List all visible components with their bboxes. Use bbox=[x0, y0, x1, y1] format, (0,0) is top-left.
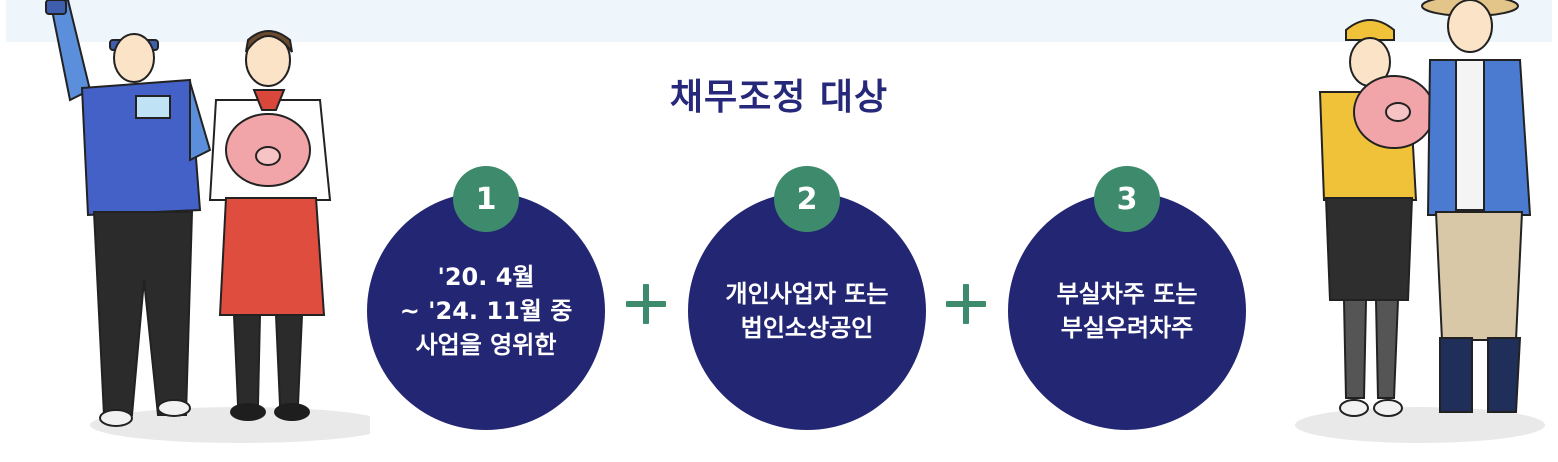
condition-circle-2: 개인사업자 또는 법인소상공인 bbox=[688, 192, 926, 430]
condition-badge-3: 3 bbox=[1094, 166, 1160, 232]
merchants-illustration-icon bbox=[45, 0, 370, 443]
condition-text-2: 개인사업자 또는 법인소상공인 bbox=[725, 280, 889, 342]
condition-circle-3: 부실차주 또는 부실우려차주 bbox=[1008, 192, 1246, 430]
condition-text-3: 부실차주 또는 부실우려차주 bbox=[1056, 280, 1198, 342]
condition-text-1: '20. 4월 ~ '24. 11월 중 사업을 영위한 bbox=[399, 263, 573, 359]
condition-badge-1: 1 bbox=[453, 166, 519, 232]
plus-icon bbox=[626, 284, 666, 324]
worker-and-farmer-illustration-icon bbox=[1295, 0, 1545, 443]
page-title: 채무조정 대상 bbox=[669, 77, 889, 118]
plus-icon bbox=[946, 284, 986, 324]
condition-badge-2: 2 bbox=[774, 166, 840, 232]
